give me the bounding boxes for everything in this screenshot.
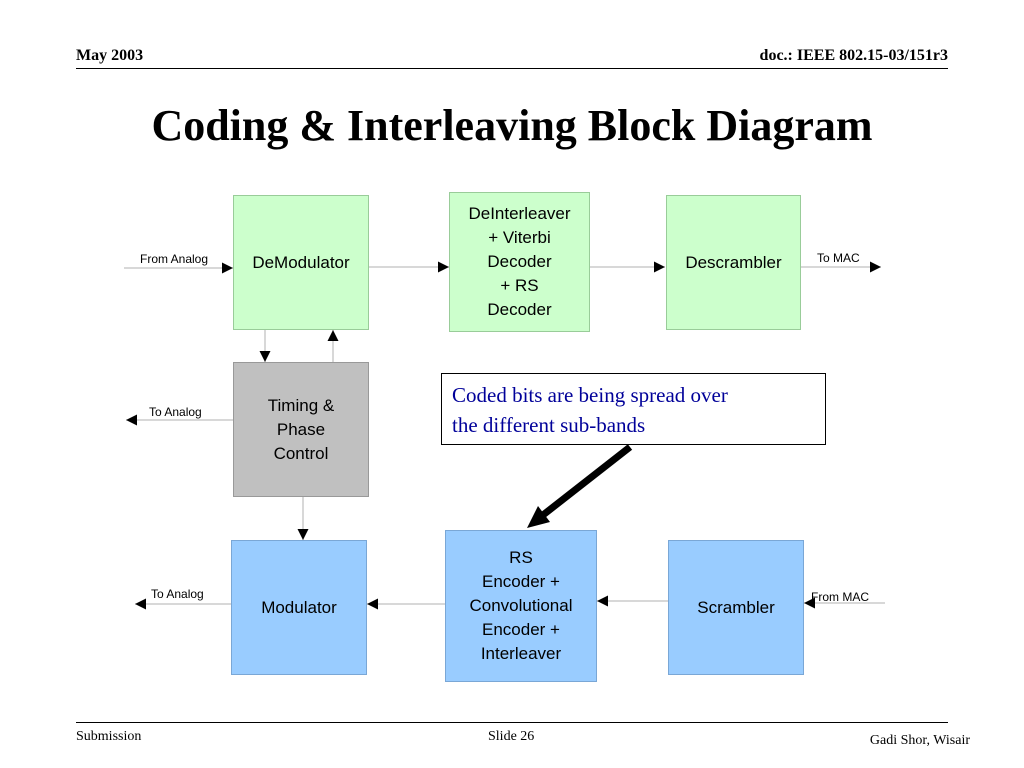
to-analog-modulator-label: To Analog [151,587,204,601]
slide-title: Coding & Interleaving Block Diagram [151,101,873,150]
callout-note: Coded bits are being spread over the dif… [441,373,826,445]
from-analog-label: From Analog [140,252,209,266]
header-rule [76,68,948,69]
demodulator-block: DeModulator [233,195,369,330]
footer-slide-number: Slide 26 [488,729,535,744]
footer-submission: Submission [76,729,142,744]
header-date: May 2003 [76,47,144,64]
encoder-interleaver-block: RS Encoder + Convolutional Encoder + Int… [445,530,597,682]
header-doc-id: doc.: IEEE 802.15-03/151r3 [759,47,948,64]
descrambler-block: Descrambler [666,195,801,330]
timing-phase-control-block: Timing & Phase Control [233,362,369,497]
to-analog-timing-label: To Analog [149,405,202,419]
to-mac-label: To MAC [817,251,860,265]
footer-author: Gadi Shor, Wisair [869,733,970,748]
deinterleaver-decoder-block: DeInterleaver + Viterbi Decoder + RS Dec… [449,192,590,332]
from-mac-label: From MAC [811,590,869,604]
callout-pointer-arrow [527,444,633,528]
scrambler-block: Scrambler [668,540,804,675]
modulator-block: Modulator [231,540,367,675]
footer-rule [76,722,948,723]
